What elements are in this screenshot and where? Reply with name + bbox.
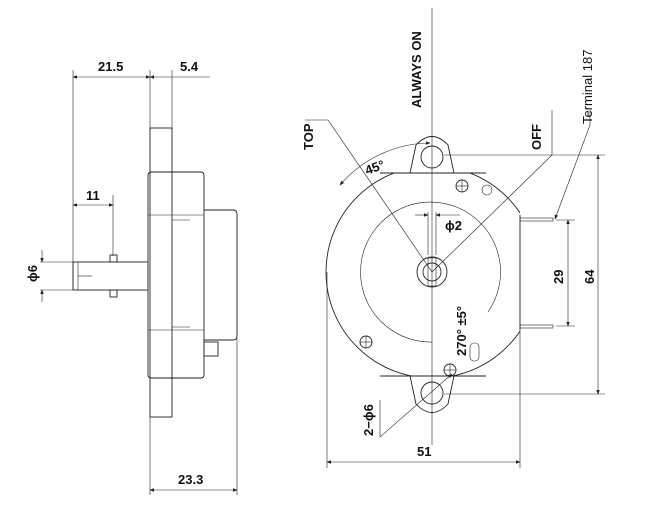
dim-width: 51 <box>417 444 431 459</box>
label-always-on: ALWAYS ON <box>409 31 424 108</box>
label-top: TOP <box>301 123 316 150</box>
switch-body-front <box>325 173 520 376</box>
switch-body-side <box>147 171 205 379</box>
front-view: TOP ALWAYS ON OFF Terminal 187 45° ϕ2 27… <box>301 8 605 468</box>
dim-shaft-length: 21.5 <box>98 59 123 74</box>
dim-body-depth: 23.3 <box>178 472 203 487</box>
dim-angle: 45° <box>363 157 387 178</box>
rear-knob <box>203 341 219 357</box>
dim-terminal-spacing: 29 <box>551 270 566 284</box>
dim-shaft-diameter: ϕ6 <box>25 265 40 282</box>
label-terminal: Terminal 187 <box>580 50 595 124</box>
screw-icon <box>443 363 457 377</box>
side-view: 21.5 5.4 11 ϕ6 23.3 <box>25 59 238 495</box>
dim-mount-holes: 2−ϕ6 <box>361 404 376 436</box>
terminal-bottom <box>519 324 554 329</box>
screw-icon <box>455 179 469 193</box>
dim-hole-spacing: 64 <box>582 269 597 284</box>
dim-flat-length: 11 <box>86 188 100 203</box>
screw-icon <box>359 335 373 349</box>
dim-slot-width: ϕ2 <box>445 218 462 233</box>
flange-plate <box>149 127 173 418</box>
label-off: OFF <box>529 124 544 150</box>
terminal-top <box>519 217 554 222</box>
dim-rotation: 270° ±5° <box>454 306 469 356</box>
dim-flange-thickness: 5.4 <box>180 59 199 74</box>
